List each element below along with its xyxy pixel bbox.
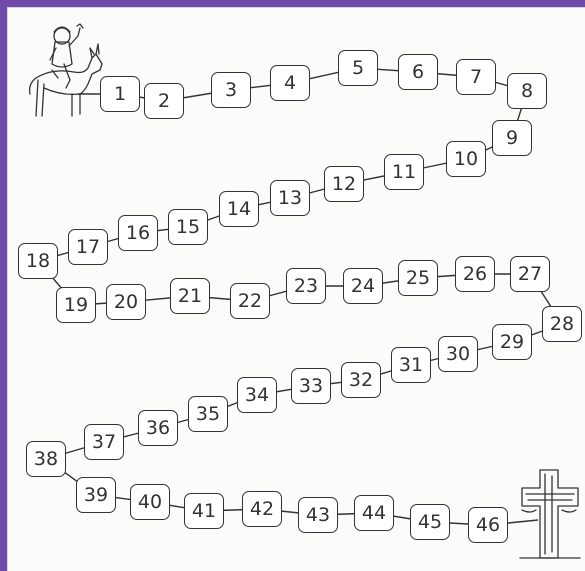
board-square-39[interactable]: 39 [76,477,116,513]
board-square-5[interactable]: 5 [338,50,378,86]
board-square-23[interactable]: 23 [286,268,326,304]
board-square-17[interactable]: 17 [68,229,108,265]
board-square-1[interactable]: 1 [100,76,140,112]
board-square-25[interactable]: 25 [398,260,438,296]
board-square-31[interactable]: 31 [391,347,431,383]
board-square-35[interactable]: 35 [188,396,228,432]
board-square-12[interactable]: 12 [324,166,364,202]
board-square-44[interactable]: 44 [354,495,394,531]
board-square-46[interactable]: 46 [468,507,508,543]
board-square-26[interactable]: 26 [455,256,495,292]
board-square-19[interactable]: 19 [56,287,96,323]
board-square-43[interactable]: 43 [298,497,338,533]
board-square-38[interactable]: 38 [26,441,66,477]
board-square-34[interactable]: 34 [237,377,277,413]
board-square-14[interactable]: 14 [219,191,259,227]
board-square-28[interactable]: 28 [542,306,582,342]
donkey-rider-icon [22,14,106,120]
board-square-30[interactable]: 30 [438,336,478,372]
board-square-4[interactable]: 4 [270,65,310,101]
board-square-33[interactable]: 33 [291,368,331,404]
board-square-45[interactable]: 45 [410,504,450,540]
board-square-24[interactable]: 24 [343,268,383,304]
board-square-13[interactable]: 13 [270,180,310,216]
board-square-40[interactable]: 40 [130,484,170,520]
cross-icon [518,466,582,564]
board-square-3[interactable]: 3 [211,72,251,108]
board-square-10[interactable]: 10 [446,141,486,177]
board-square-18[interactable]: 18 [18,243,58,279]
board-square-41[interactable]: 41 [184,493,224,529]
board-square-36[interactable]: 36 [138,410,178,446]
board-square-6[interactable]: 6 [398,54,438,90]
board-square-37[interactable]: 37 [84,424,124,460]
board-square-21[interactable]: 21 [170,278,210,314]
board-square-8[interactable]: 8 [507,73,547,109]
board-square-27[interactable]: 27 [510,256,550,292]
board-square-32[interactable]: 32 [341,362,381,398]
board-square-11[interactable]: 11 [384,154,424,190]
board-square-29[interactable]: 29 [492,324,532,360]
board-square-42[interactable]: 42 [242,491,282,527]
board-square-15[interactable]: 15 [168,209,208,245]
board-square-22[interactable]: 22 [230,283,270,319]
board-square-9[interactable]: 9 [492,120,532,156]
board-square-16[interactable]: 16 [118,215,158,251]
board-square-2[interactable]: 2 [144,83,184,119]
board-square-20[interactable]: 20 [106,284,146,320]
board-square-7[interactable]: 7 [456,59,496,95]
